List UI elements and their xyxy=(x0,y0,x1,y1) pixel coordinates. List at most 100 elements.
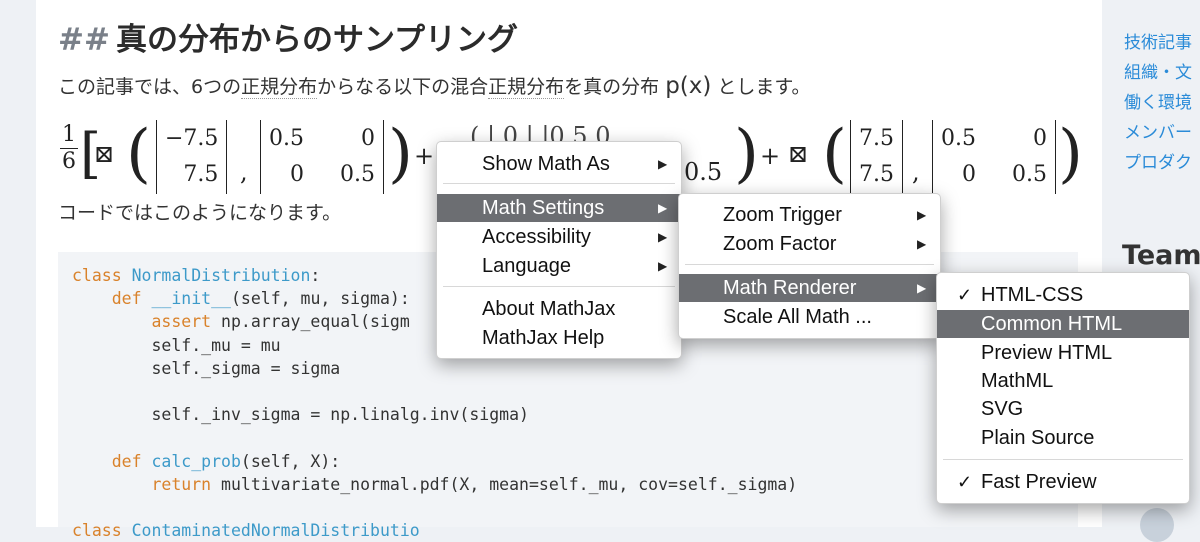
menu-item-show-math-as[interactable]: Show Math As ▶ xyxy=(437,150,681,178)
section-heading: ##真の分布からのサンプリング xyxy=(58,14,518,59)
code-token: self._mu = mu xyxy=(72,335,281,355)
checkmark-icon: ✓ xyxy=(957,285,973,305)
open-paren-3: ( xyxy=(822,117,847,191)
chevron-right-icon: ▶ xyxy=(658,230,668,244)
menu-item-zoom-factor[interactable]: Zoom Factor ▶ xyxy=(679,230,940,258)
code-line: self._sigma = sigma xyxy=(72,359,340,378)
matrix-cell: 0.5 xyxy=(340,162,375,187)
menu-item-mathml[interactable]: MathML xyxy=(937,367,1189,395)
sidebar-team-title: Team xyxy=(1122,240,1200,271)
menu-separator xyxy=(943,459,1183,460)
menu-item-label: SVG xyxy=(981,398,1024,420)
code-token: ContaminatedNormalDistributio xyxy=(131,521,420,541)
matrix-cell: 0 xyxy=(361,126,375,151)
close-paren-2: ) xyxy=(734,117,759,191)
glossary-link-normal-distribution[interactable]: 正規分布 xyxy=(241,76,318,99)
intro-text-1: この記事では、6つの xyxy=(58,76,242,98)
open-paren-1: ( xyxy=(126,117,151,191)
code-token: np.array_equal(sigm xyxy=(221,312,410,332)
menu-item-label: MathJax Help xyxy=(482,327,605,349)
intro-text-3: を真の分布 xyxy=(564,76,666,98)
code-line: class ContaminatedNormalDistributio xyxy=(72,521,420,540)
intro-text-2: からなる以下の混合 xyxy=(317,76,489,98)
menu-item-about-mathjax[interactable]: About MathJax xyxy=(437,295,681,323)
code-line: self._inv_sigma = np.linalg.inv(sigma) xyxy=(72,405,529,424)
menu-item-accessibility[interactable]: Accessibility ▶ xyxy=(437,223,681,251)
code-intro-text: コードではこのようになります。 xyxy=(58,202,342,224)
menu-item-label: Fast Preview xyxy=(981,471,1097,493)
menu-item-label: Language xyxy=(482,255,571,277)
code-token: NormalDistribution xyxy=(131,266,311,285)
menu-item-label: Accessibility xyxy=(482,226,591,248)
menu-item-label: Zoom Factor xyxy=(723,233,837,255)
sidebar-link[interactable]: 働く環境 xyxy=(1124,93,1192,113)
matrix-cell: 0 xyxy=(1033,126,1047,151)
code-line: assert np.array_equal(sigm xyxy=(72,312,410,332)
menu-item-label: HTML-CSS xyxy=(981,284,1084,306)
matrix-cell: −7.5 xyxy=(165,126,219,151)
mean-vector-1: −7.5 7.5 xyxy=(156,120,228,194)
code-token: calc_prob xyxy=(151,451,241,471)
matrix-cell: 7.5 xyxy=(859,162,894,187)
matrix-cell: 0.5 xyxy=(269,126,304,151)
menu-item-preview-html[interactable]: Preview HTML xyxy=(937,339,1189,367)
menu-item-label: Preview HTML xyxy=(981,342,1113,364)
chevron-right-icon: ▶ xyxy=(658,201,668,215)
mathjax-context-menu: Show Math As ▶ Math Settings ▶ Accessibi… xyxy=(436,141,682,359)
sidebar-link[interactable]: 組織・文 xyxy=(1124,63,1192,83)
math-renderer-submenu: ✓ HTML-CSS Common HTML Preview HTML Math… xyxy=(936,272,1190,504)
inline-math-px[interactable]: p(x) xyxy=(665,73,712,99)
menu-item-plain-source[interactable]: Plain Source xyxy=(937,424,1189,452)
checkmark-icon: ✓ xyxy=(957,472,973,492)
code-token: self._sigma = sigma xyxy=(72,358,341,378)
heading-hash: ## xyxy=(58,22,110,58)
chevron-right-icon: ▶ xyxy=(917,208,927,222)
code-token: assert xyxy=(72,312,222,332)
glossary-link-normal-distribution-2[interactable]: 正規分布 xyxy=(488,76,565,99)
menu-item-html-css[interactable]: ✓ HTML-CSS xyxy=(937,281,1189,309)
sidebar-link[interactable]: メンバー xyxy=(1124,123,1192,143)
menu-item-label: About MathJax xyxy=(482,298,616,320)
matrix-cell: 0.5 xyxy=(1012,162,1047,187)
code-line: def calc_prob(self, X): xyxy=(72,451,341,471)
matrix-cell: 7.5 xyxy=(859,126,894,151)
menu-item-label: Plain Source xyxy=(981,427,1095,449)
intro-paragraph: この記事では、6つの正規分布からなる以下の混合正規分布を真の分布 p(x) とし… xyxy=(58,72,811,99)
code-token: : xyxy=(310,266,321,285)
menu-item-math-settings[interactable]: Math Settings ▶ xyxy=(437,194,681,222)
code-token: (self, X): xyxy=(240,451,341,471)
menu-item-scale-all-math[interactable]: Scale All Math ... xyxy=(679,303,940,331)
matrix-cell: 7.5 xyxy=(183,162,219,187)
code-token: return xyxy=(72,474,222,494)
menu-item-fast-preview[interactable]: ✓ Fast Preview xyxy=(937,468,1189,496)
sidebar-link[interactable]: プロダク xyxy=(1124,153,1192,173)
math-settings-submenu: Zoom Trigger ▶ Zoom Factor ▶ Math Render… xyxy=(678,193,941,339)
menu-item-label: Scale All Math ... xyxy=(723,306,872,328)
matrix-cell: 0 xyxy=(290,162,304,187)
menu-item-mathjax-help[interactable]: MathJax Help xyxy=(437,324,681,352)
code-token: (self, mu, sigma): xyxy=(230,289,410,309)
comma-1: , xyxy=(240,158,248,186)
matrix-cell: 0.5 xyxy=(941,126,976,151)
menu-item-math-renderer[interactable]: Math Renderer ▶ xyxy=(679,274,940,302)
code-line: return multivariate_normal.pdf(X, mean=s… xyxy=(72,475,797,494)
code-line: def __init__(self, mu, sigma): xyxy=(72,289,410,308)
menu-item-zoom-trigger[interactable]: Zoom Trigger ▶ xyxy=(679,201,940,229)
chevron-right-icon: ▶ xyxy=(658,157,668,171)
box-symbol-1: ⊠ xyxy=(94,140,115,168)
menu-item-common-html[interactable]: Common HTML xyxy=(937,310,1189,338)
box-symbol-2: ⊠ xyxy=(788,140,809,168)
chevron-right-icon: ▶ xyxy=(658,259,668,273)
close-paren-1: ) xyxy=(388,117,413,191)
menu-item-svg[interactable]: SVG xyxy=(937,395,1189,423)
close-paren-3: ) xyxy=(1058,117,1083,191)
menu-item-label: Math Settings xyxy=(482,197,605,219)
avatar[interactable] xyxy=(1140,508,1174,542)
code-token: class xyxy=(72,521,132,541)
term2-partial-bottom: 0.5 xyxy=(684,158,723,186)
sidebar-link[interactable]: 技術記事 xyxy=(1124,33,1192,53)
menu-item-language[interactable]: Language ▶ xyxy=(437,252,681,280)
menu-separator xyxy=(443,286,675,287)
